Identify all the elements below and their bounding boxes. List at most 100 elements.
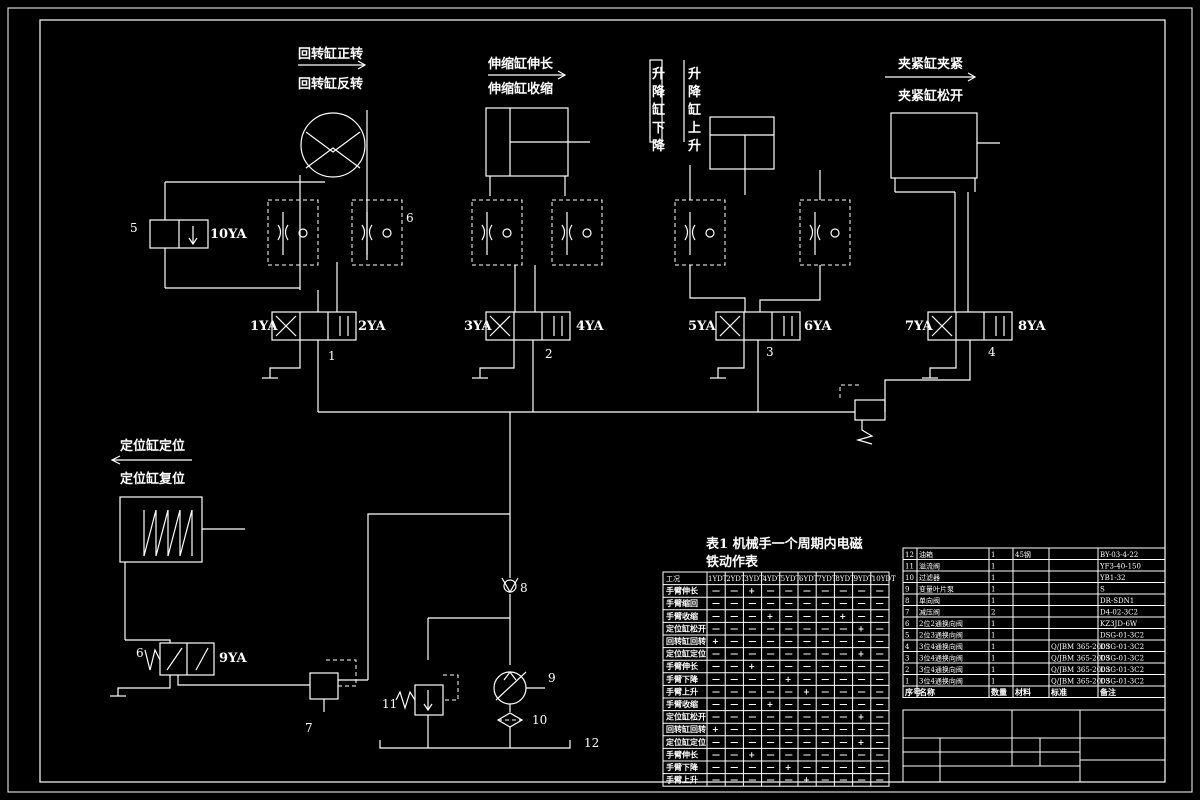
action-table-row-name: 手臂上升: [666, 775, 698, 785]
action-table-cell: —: [712, 661, 720, 671]
clamp-cylinder-group: 夹紧缸夹紧 夹紧缸松开 7YA 8YA 4: [839, 56, 1046, 445]
directional-valve-1: [271, 311, 357, 341]
label-rotary-ccw: 回转缸反转: [298, 76, 363, 92]
action-table-cell: —: [839, 686, 847, 696]
parts-list-cell: 2: [905, 666, 909, 674]
action-table-cell: —: [839, 712, 847, 722]
action-table-cell: —: [730, 762, 738, 772]
parts-list-cell: S: [1100, 586, 1105, 594]
part-num-5: 5: [130, 221, 138, 235]
action-table-cell: —: [767, 724, 775, 734]
parts-list-cell: 3: [905, 655, 909, 663]
action-table-cell: —: [803, 674, 811, 684]
title-block: [902, 709, 1166, 783]
action-table-cell: —: [748, 623, 756, 633]
action-table-cell: +: [785, 674, 792, 684]
solenoid-10ya: 10YA: [210, 227, 248, 242]
action-table-cell: —: [767, 762, 775, 772]
parts-list-cell: 45钢: [1015, 550, 1031, 559]
action-table-cell: —: [785, 586, 793, 596]
action-table-cell: —: [839, 674, 847, 684]
parts-list-cell: 1: [991, 551, 995, 559]
parts-list-cell: DSG-01-3C2: [1100, 632, 1144, 640]
action-table-row-name: 定位缸松开: [665, 623, 706, 633]
directional-valve-2: [485, 311, 571, 341]
parts-list-cell: 过滤器: [919, 573, 940, 582]
action-table-cell: —: [876, 712, 884, 722]
action-table-cell: +: [712, 636, 719, 646]
action-table-cell: +: [767, 699, 774, 709]
action-table-cell: —: [748, 649, 756, 659]
filter-10: 10: [496, 712, 547, 748]
parts-list-header-cell: 序号: [905, 687, 921, 697]
label-rotary-cw: 回转缸正转: [298, 46, 363, 62]
action-table-row-name: 手臂下降: [666, 762, 699, 772]
parts-list-cell: 1: [991, 574, 995, 582]
action-table-cell: —: [767, 649, 775, 659]
parts-list-cell: 3位4通换向阀: [919, 654, 963, 663]
action-table-cell: —: [712, 762, 720, 772]
parts-list-header-cell: 数量: [991, 687, 1007, 697]
action-table-cell: —: [785, 724, 793, 734]
action-table-cell: —: [730, 749, 738, 759]
action-table-cell: —: [876, 699, 884, 709]
action-table-row-name: 手臂缩回: [666, 598, 698, 608]
parts-list-cell: 1: [991, 632, 995, 640]
action-table-cell: —: [730, 611, 738, 621]
action-table-cell: —: [767, 737, 775, 747]
action-table-cell: —: [767, 775, 775, 785]
parts-list-cell: 1: [991, 666, 995, 674]
parts-list-cell: 1: [905, 678, 909, 686]
parts-list-header-cell: 材料: [1015, 687, 1031, 697]
action-table-cell: —: [858, 586, 866, 596]
action-table-cell: —: [767, 598, 775, 608]
parts-list-cell: 减压阀: [919, 608, 940, 617]
action-table-cell: —: [712, 749, 720, 759]
action-table-header-cell: 10YDT: [872, 575, 896, 583]
part-num-6b: 6: [136, 646, 144, 660]
action-table-cell: —: [821, 611, 829, 621]
action-table-cell: —: [785, 712, 793, 722]
part-num-12: 12: [584, 736, 599, 750]
action-table-cell: —: [876, 674, 884, 684]
part-num-3: 3: [766, 345, 774, 359]
parts-list-cell: 1: [991, 563, 995, 571]
action-table-cell: +: [712, 724, 719, 734]
action-table-header-cell: 4YDT: [763, 575, 783, 583]
rotary-motor-icon: [300, 112, 366, 178]
action-table-cell: —: [748, 598, 756, 608]
action-table-cell: +: [858, 649, 865, 659]
action-table-cell: —: [785, 611, 793, 621]
action-table-cell: —: [821, 649, 829, 659]
action-table-cell: —: [730, 661, 738, 671]
action-table-cell: +: [858, 737, 865, 747]
tank-12: 12: [379, 736, 599, 750]
svg-text:缸: 缸: [687, 102, 701, 118]
action-table-header-cell: 1YDT: [708, 575, 728, 583]
action-table-cell: —: [839, 636, 847, 646]
lift-cylinder-group: 升 降 缸 下 降 升 降 缸 上 升 5YA 6YA 3: [649, 59, 851, 412]
action-table-cell: —: [876, 775, 884, 785]
svg-text:降: 降: [688, 84, 702, 100]
parts-list-cell: KZ3JD-6W: [1100, 620, 1138, 628]
parts-list-cell: 1: [991, 655, 995, 663]
action-table-cell: —: [730, 712, 738, 722]
action-table-cell: —: [876, 661, 884, 671]
action-table-cell: —: [748, 762, 756, 772]
parts-list-cell: Q/JBM 365-2003: [1051, 666, 1110, 674]
action-table-cell: —: [748, 724, 756, 734]
parts-list-cell: 11: [905, 563, 914, 571]
action-table-header-cell: 5YDT: [781, 575, 801, 583]
parts-list-cell: 油箱: [919, 550, 933, 559]
action-table-cell: —: [876, 724, 884, 734]
throttle-valve-2a: [471, 199, 523, 266]
action-table-header-cell: 6YDT: [799, 575, 819, 583]
inner-frame: [39, 19, 1166, 783]
action-table-cell: —: [858, 686, 866, 696]
action-table-cell: —: [803, 724, 811, 734]
solenoid-5ya: 5YA: [688, 319, 716, 334]
pump-9: 9: [493, 671, 556, 712]
parts-list-cell: YF3-40-150: [1099, 563, 1141, 571]
action-table-cell: —: [785, 699, 793, 709]
action-table-cell: —: [712, 699, 720, 709]
